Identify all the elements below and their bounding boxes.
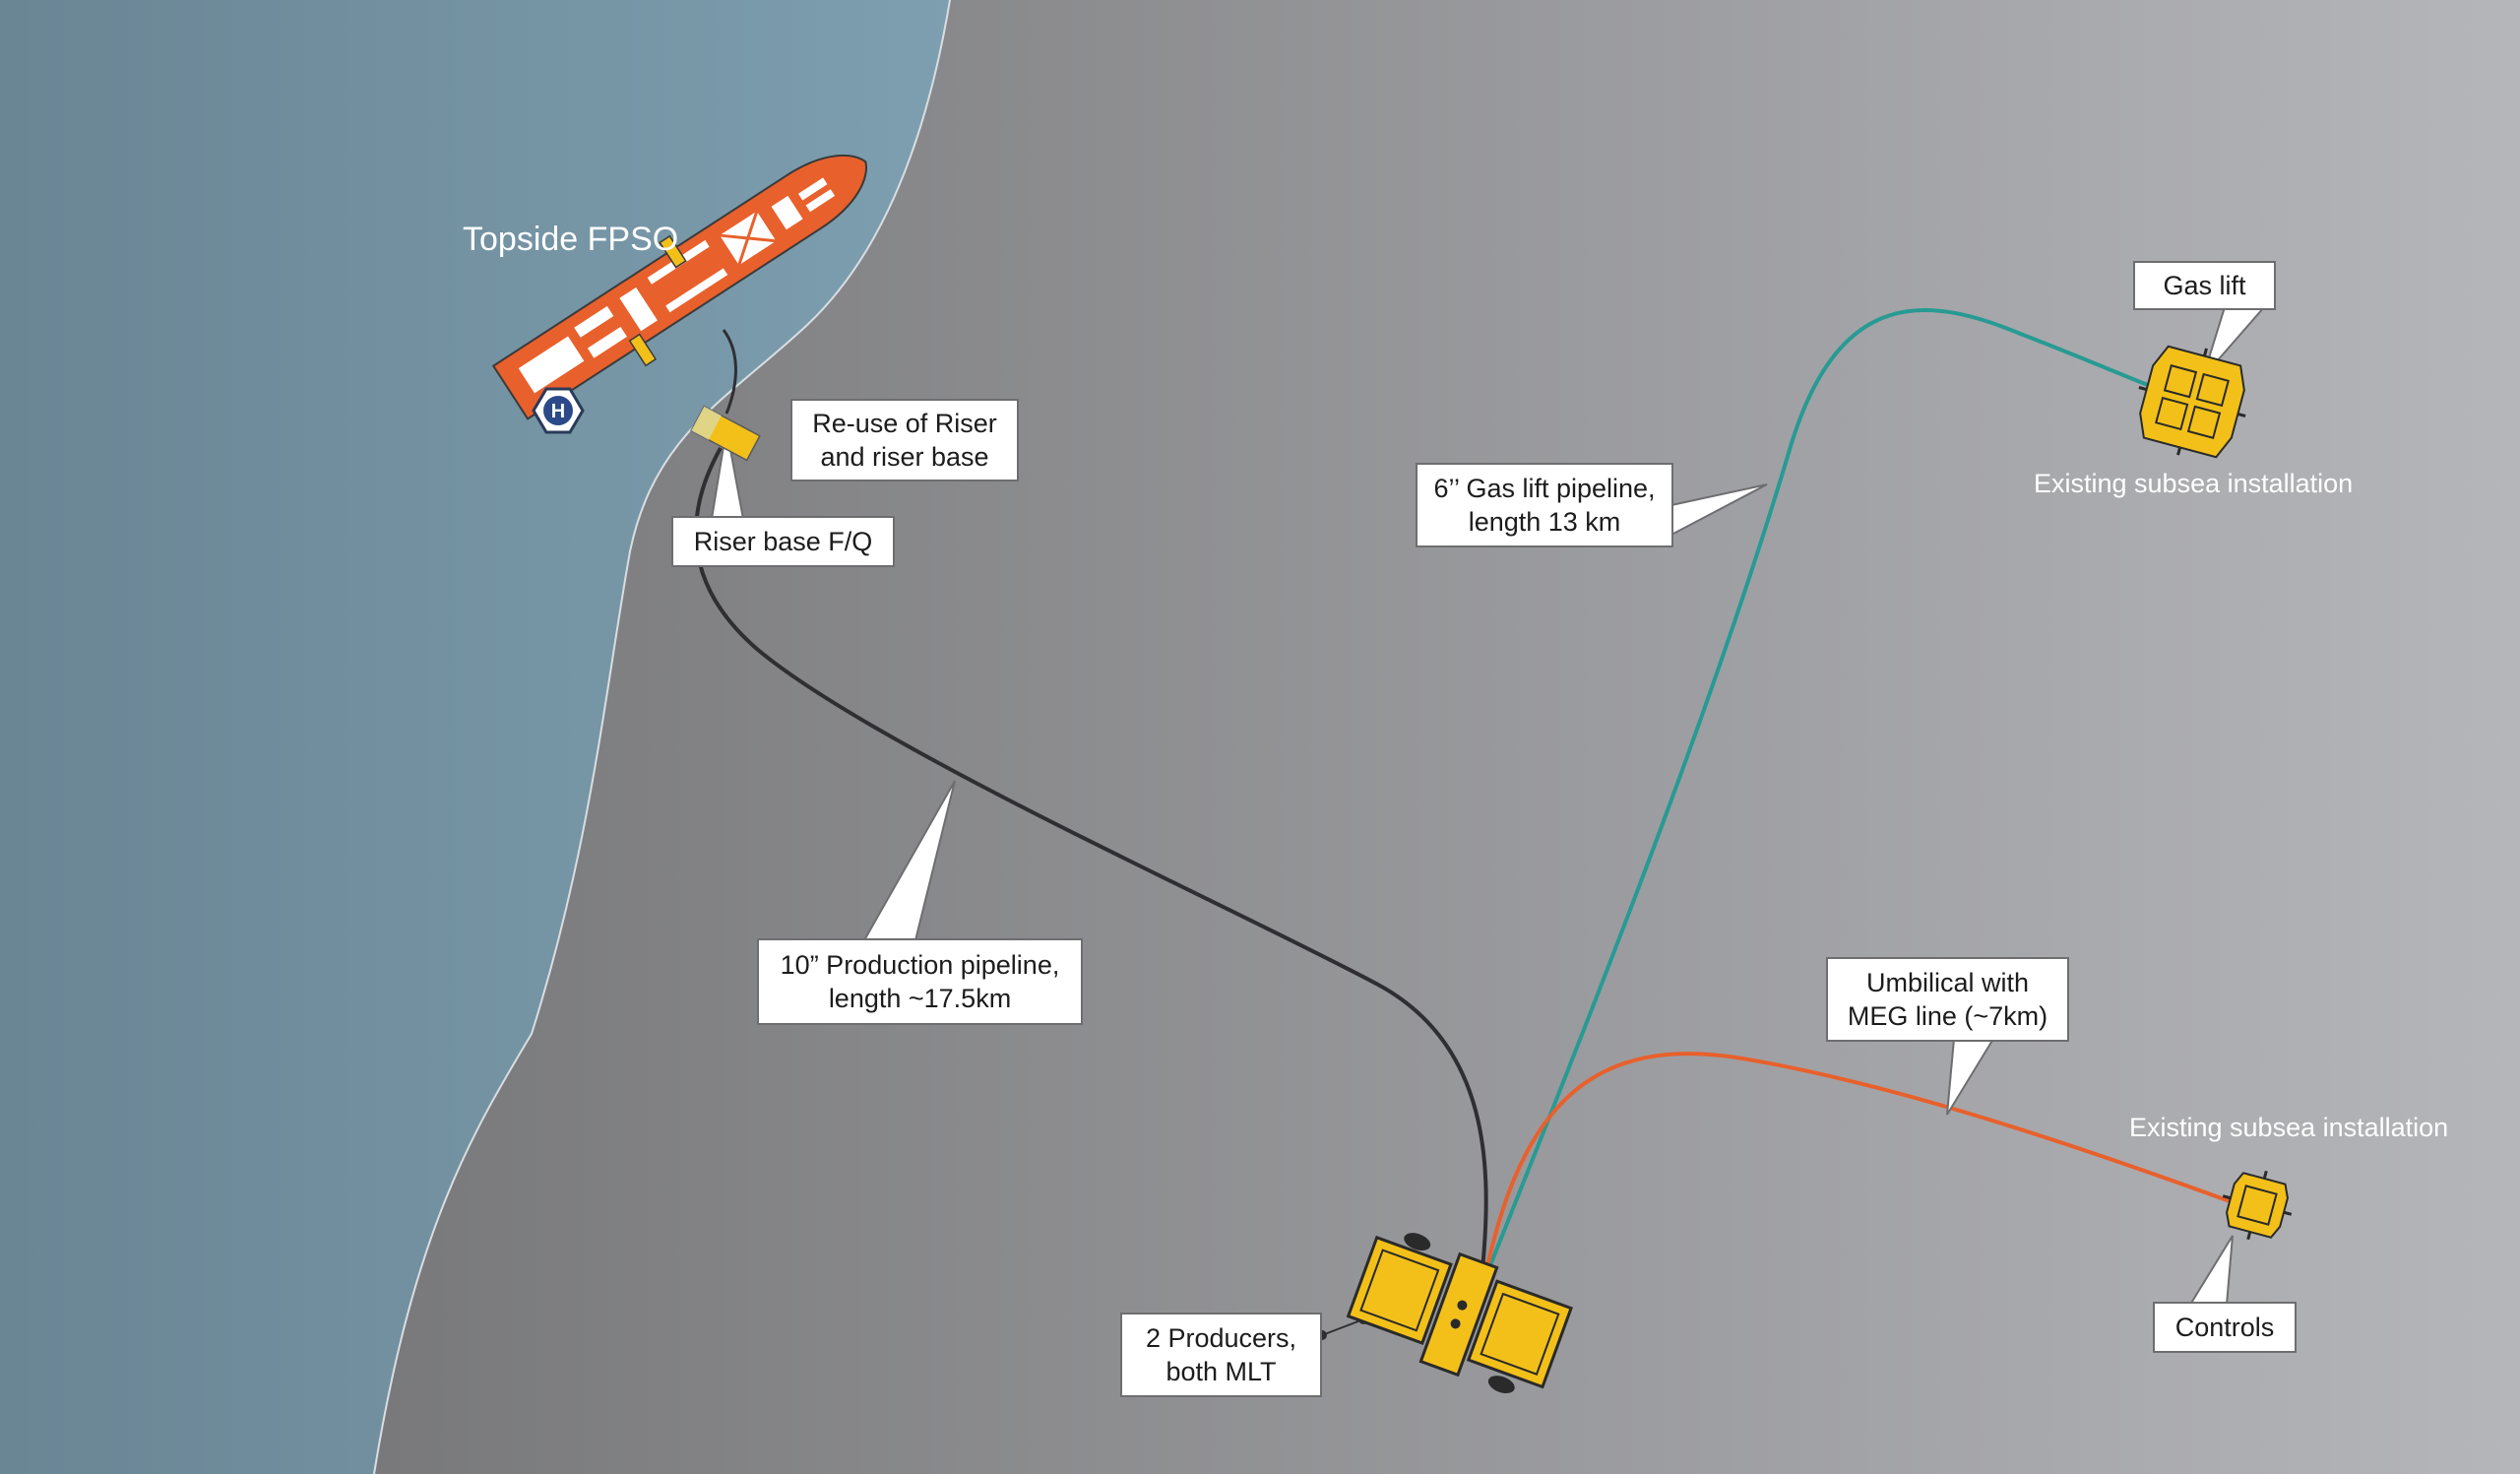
production-pipeline	[694, 447, 1488, 1281]
riser-base-callout: Riser base F/Q	[671, 516, 895, 567]
fpso-vessel-icon	[491, 154, 867, 420]
subsea-structure-icon	[2222, 1170, 2293, 1241]
callout-line: length 13 km	[1468, 507, 1621, 537]
riser-reuse-callout: Re-use of Riser and riser base	[790, 399, 1019, 481]
gas-lift-callout: Gas lift	[2133, 261, 2276, 310]
callout-line: Gas lift	[2163, 271, 2246, 300]
subsea-structure-icon	[2138, 345, 2246, 459]
producers-callout: 2 Producers, both MLT	[1120, 1313, 1322, 1397]
umbilical-line	[1482, 1052, 2231, 1281]
subsea-template-icon	[1346, 1233, 1573, 1394]
controls-callout: Controls	[2153, 1302, 2297, 1353]
producers-leader	[1321, 1318, 1364, 1336]
gas-lift-pipeline-callout: 6’’ Gas lift pipeline, length 13 km	[1416, 463, 1673, 547]
callout-line: Re-use of Riser	[812, 409, 997, 438]
callout-line: Riser base F/Q	[693, 527, 873, 556]
callout-line: Umbilical with	[1865, 968, 2030, 997]
callout-line: MEG line (~7km)	[1847, 1001, 2048, 1031]
riser-line	[722, 329, 737, 415]
shoreline	[373, 0, 951, 1474]
callout-line: 2 Producers,	[1145, 1323, 1297, 1353]
sea-area	[0, 0, 950, 1474]
callout-line: 6’’ Gas lift pipeline,	[1433, 474, 1656, 503]
callout-line: and riser base	[820, 442, 989, 472]
callout-line: both MLT	[1166, 1357, 1277, 1386]
hexagon-h-logo-icon: H	[532, 387, 585, 434]
callout-line: Controls	[2174, 1313, 2275, 1342]
callout-line: length ~17.5km	[828, 984, 1012, 1013]
existing-installation-label-1: Existing subsea installation	[2034, 469, 2354, 498]
topside-label: Topside FPSO	[463, 221, 679, 258]
riser-base-icon	[690, 405, 761, 462]
callout-line: 10” Production pipeline,	[780, 950, 1060, 980]
production-pipeline-callout: 10” Production pipeline, length ~17.5km	[757, 938, 1083, 1025]
gas-lift-pipeline	[1482, 308, 2167, 1281]
logo-letter: H	[551, 401, 565, 422]
existing-installation-label-2: Existing subsea installation	[2129, 1113, 2449, 1142]
umbilical-callout: Umbilical with MEG line (~7km)	[1826, 957, 2069, 1042]
